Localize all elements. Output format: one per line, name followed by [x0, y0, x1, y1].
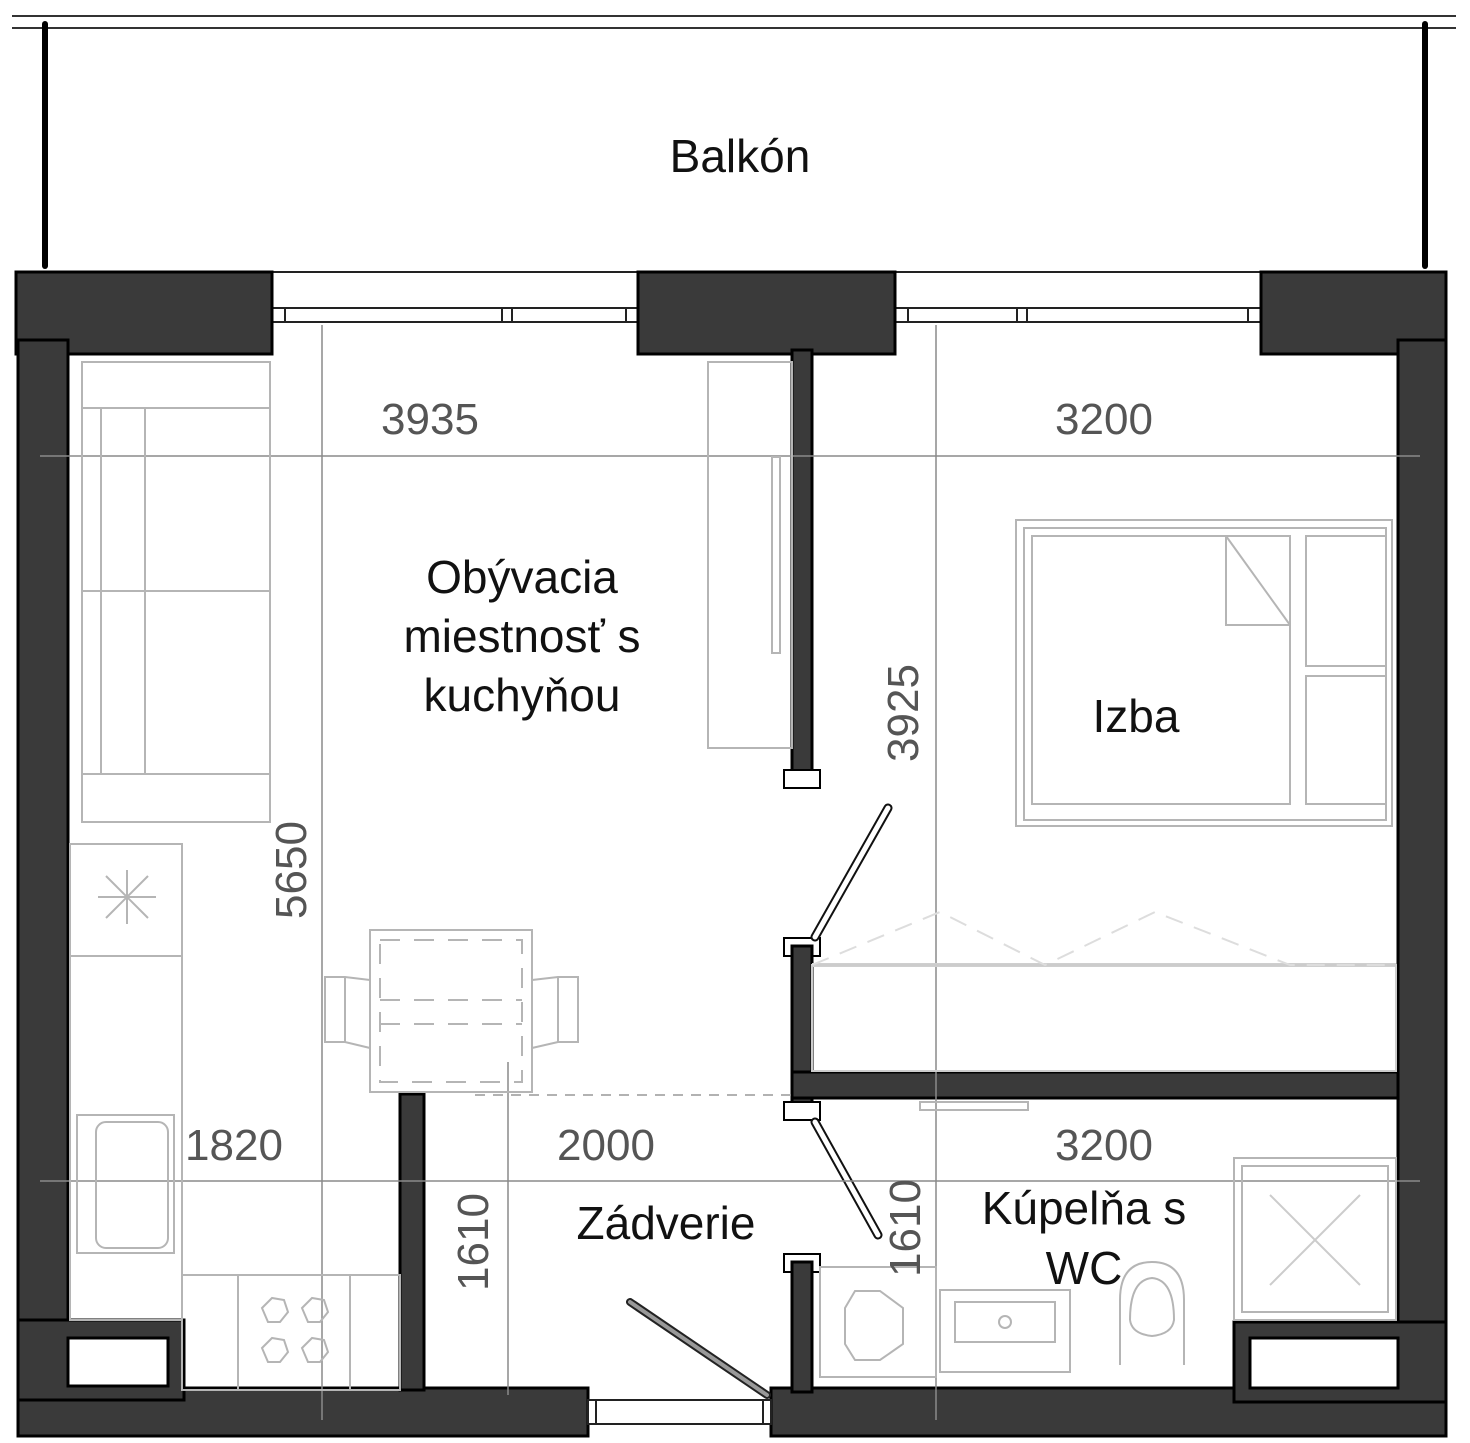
dimension-labels: 3935 3200 5650 3925 1820 2000 3200 1610 …: [185, 395, 1153, 1291]
room-label-living-2: miestnosť s: [403, 610, 640, 662]
walls: [14, 270, 1448, 1438]
dim-hall-depth: 1610: [449, 1193, 498, 1291]
balcony: [12, 15, 1456, 269]
kitchen-counter: [69, 843, 401, 1391]
room-label-hall: Zádverie: [577, 1197, 756, 1249]
room-label-bathroom-2: WC: [1046, 1242, 1123, 1294]
entry-door: [587, 1298, 772, 1425]
room-label-balcony: Balkón: [670, 130, 811, 182]
dim-bathroom-depth: 1610: [881, 1179, 930, 1277]
wardrobe: [707, 361, 793, 749]
dim-bathroom-width: 3200: [1055, 1121, 1153, 1170]
dining-table: [324, 929, 579, 1093]
dim-kitchen-width: 1820: [185, 1121, 283, 1170]
bedroom-door: [810, 803, 893, 942]
window-bedroom: [894, 307, 1262, 323]
window-living: [271, 307, 639, 323]
room-label-living-1: Obývacia: [426, 551, 618, 603]
dim-hall-width: 2000: [557, 1121, 655, 1170]
dimension-lines: [40, 325, 1420, 1420]
room-label-living-3: kuchyňou: [424, 669, 621, 721]
room-label-bathroom-1: Kúpelňa s: [982, 1182, 1187, 1234]
dim-living-width: 3935: [381, 395, 479, 444]
dim-bedroom-depth: 3925: [879, 664, 928, 762]
room-labels: Balkón Obývacia miestnosť s kuchyňou Izb…: [403, 130, 1186, 1294]
dim-living-depth: 5650: [267, 821, 316, 919]
dim-bedroom-width: 3200: [1055, 395, 1153, 444]
cooktop-icon: [260, 1296, 330, 1363]
bedroom-wardrobe: [811, 910, 1397, 1072]
bed: [1015, 519, 1393, 827]
bathroom-door: [810, 1117, 883, 1240]
room-label-bedroom: Izba: [1093, 690, 1180, 742]
sofa: [81, 361, 271, 823]
bathroom-fixtures: [819, 1101, 1397, 1378]
fridge-icon: [98, 870, 156, 924]
